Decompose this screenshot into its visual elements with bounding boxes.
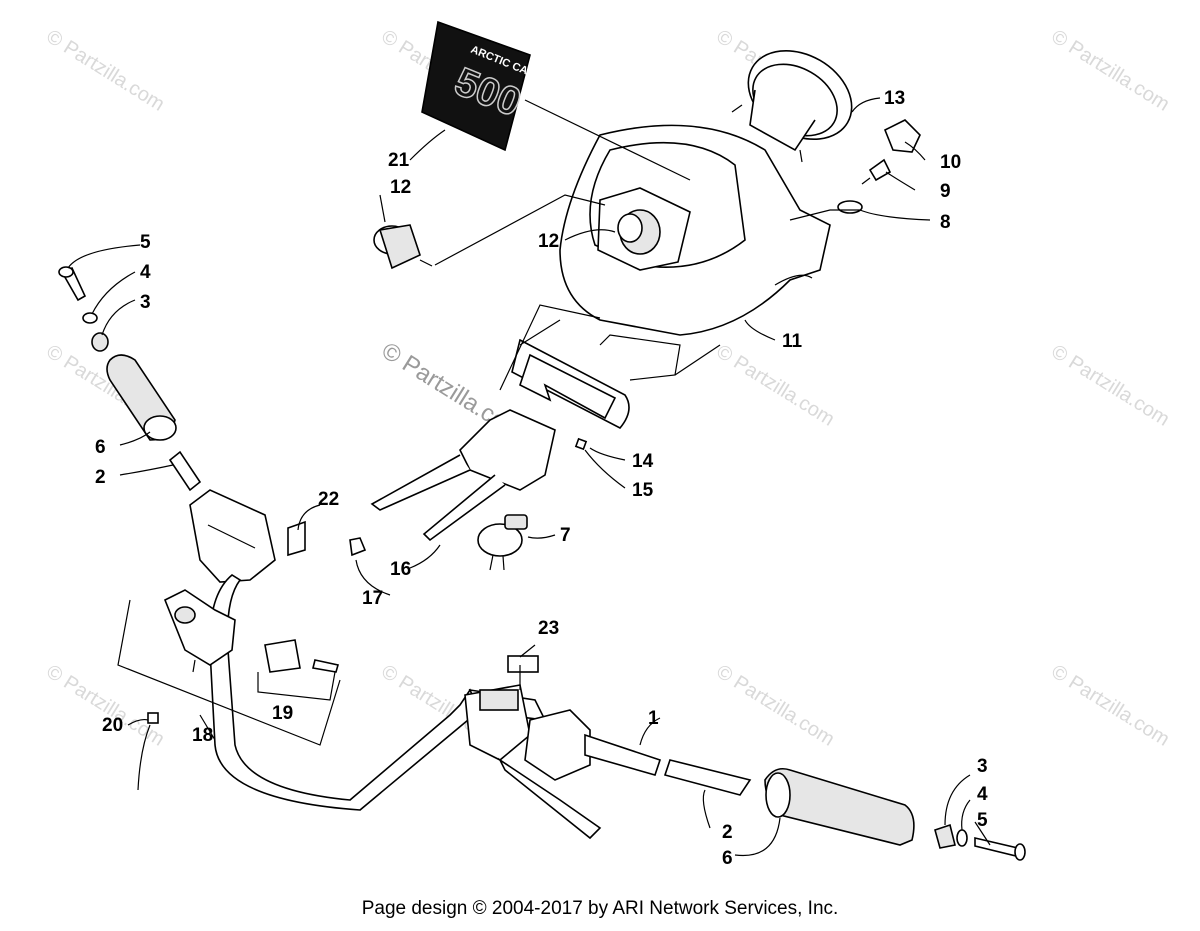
screw-part-5-left[interactable] xyxy=(58,266,87,302)
callout-14[interactable]: 14 xyxy=(632,451,654,472)
callout-20[interactable]: 20 xyxy=(102,715,123,736)
right-switch-housing[interactable] xyxy=(524,709,591,781)
watermark: © Partzilla.com xyxy=(42,26,168,116)
callout-2[interactable]: 2 xyxy=(722,822,733,843)
callout-6[interactable]: 6 xyxy=(722,848,733,869)
page-footer: Page design © 2004-2017 by ARI Network S… xyxy=(361,898,839,919)
bezel-part-14[interactable] xyxy=(511,338,630,430)
end-cap-part-3-left[interactable] xyxy=(91,332,109,352)
power-outlet-part-12-inset[interactable] xyxy=(597,187,691,271)
washer-part-4-right[interactable] xyxy=(956,829,968,847)
watermark: © Partzilla.com xyxy=(42,661,168,751)
callout-12[interactable]: 12 xyxy=(538,231,559,252)
callout-18[interactable]: 18 xyxy=(192,725,213,746)
power-outlet-part-12[interactable] xyxy=(373,224,433,270)
clip-part-15[interactable] xyxy=(574,437,588,451)
key-part-9[interactable] xyxy=(861,158,892,185)
washer-part-8[interactable] xyxy=(837,200,863,214)
rivet-part-17[interactable] xyxy=(349,537,367,557)
callout-2[interactable]: 2 xyxy=(95,467,106,488)
callout-3[interactable]: 3 xyxy=(140,292,151,313)
callout-17[interactable]: 17 xyxy=(362,588,383,609)
screw-part-5-right[interactable] xyxy=(974,836,1026,861)
watermark: © Partzilla.com xyxy=(1047,341,1173,431)
callout-22[interactable]: 22 xyxy=(318,489,339,510)
grip-tube-part-2-left[interactable] xyxy=(168,450,202,492)
clamp-part-19[interactable] xyxy=(264,639,340,673)
callout-4[interactable]: 4 xyxy=(977,784,988,805)
grip-tube-part-2-right[interactable] xyxy=(663,759,752,796)
callout-12[interactable]: 12 xyxy=(390,177,411,198)
decal-part-22[interactable] xyxy=(287,520,306,557)
washer-part-4-left[interactable] xyxy=(82,312,98,324)
master-cylinder[interactable] xyxy=(464,684,602,840)
callout-9[interactable]: 9 xyxy=(940,181,951,202)
callout-6[interactable]: 6 xyxy=(95,437,106,458)
throttle-tube-part-1[interactable] xyxy=(584,733,662,776)
callout-5[interactable]: 5 xyxy=(977,810,988,831)
callout-3[interactable]: 3 xyxy=(977,756,988,777)
cable-part-20[interactable] xyxy=(137,712,159,791)
grip-part-6-left[interactable] xyxy=(106,354,177,441)
speedometer-part-13[interactable] xyxy=(731,33,868,163)
callout-23[interactable]: 23 xyxy=(538,618,559,639)
callout-8[interactable]: 8 xyxy=(940,212,951,233)
end-cap-part-3-right[interactable] xyxy=(934,823,956,849)
callout-7[interactable]: 7 xyxy=(560,525,571,546)
watermark: © Partzilla.com xyxy=(712,341,838,431)
callout-1[interactable]: 1 xyxy=(648,708,659,729)
watermark: © Partzilla.com xyxy=(1047,661,1173,751)
decal-part-23[interactable] xyxy=(507,655,539,673)
group-brackets xyxy=(117,304,721,746)
grip-part-6-right[interactable] xyxy=(764,767,915,846)
watermark: © Partzilla.com xyxy=(1047,26,1173,116)
callout-19[interactable]: 19 xyxy=(272,703,293,724)
decal-part-21[interactable]: ARCTIC CAT 500 xyxy=(421,20,535,152)
bracket-part-16[interactable] xyxy=(370,409,556,542)
leader-lines xyxy=(67,97,991,857)
callout-16[interactable]: 16 xyxy=(390,559,411,580)
callouts: 1 2 2 3 3 4 4 5 5 6 6 7 8 9 10 11 12 12 … xyxy=(95,88,988,869)
watermark: © Partzilla.com xyxy=(712,661,838,751)
callout-15[interactable]: 15 xyxy=(632,480,654,501)
callout-10[interactable]: 10 xyxy=(940,152,961,173)
callout-13[interactable]: 13 xyxy=(884,88,905,109)
callout-4[interactable]: 4 xyxy=(140,262,151,283)
left-switch-housing[interactable] xyxy=(189,489,276,583)
callout-11[interactable]: 11 xyxy=(782,331,803,352)
ignition-switch-part-7[interactable] xyxy=(477,514,528,571)
throttle-part-18[interactable] xyxy=(163,589,236,673)
callout-21[interactable]: 21 xyxy=(388,150,410,171)
knob-part-10[interactable] xyxy=(883,119,921,153)
callout-5[interactable]: 5 xyxy=(140,232,151,253)
